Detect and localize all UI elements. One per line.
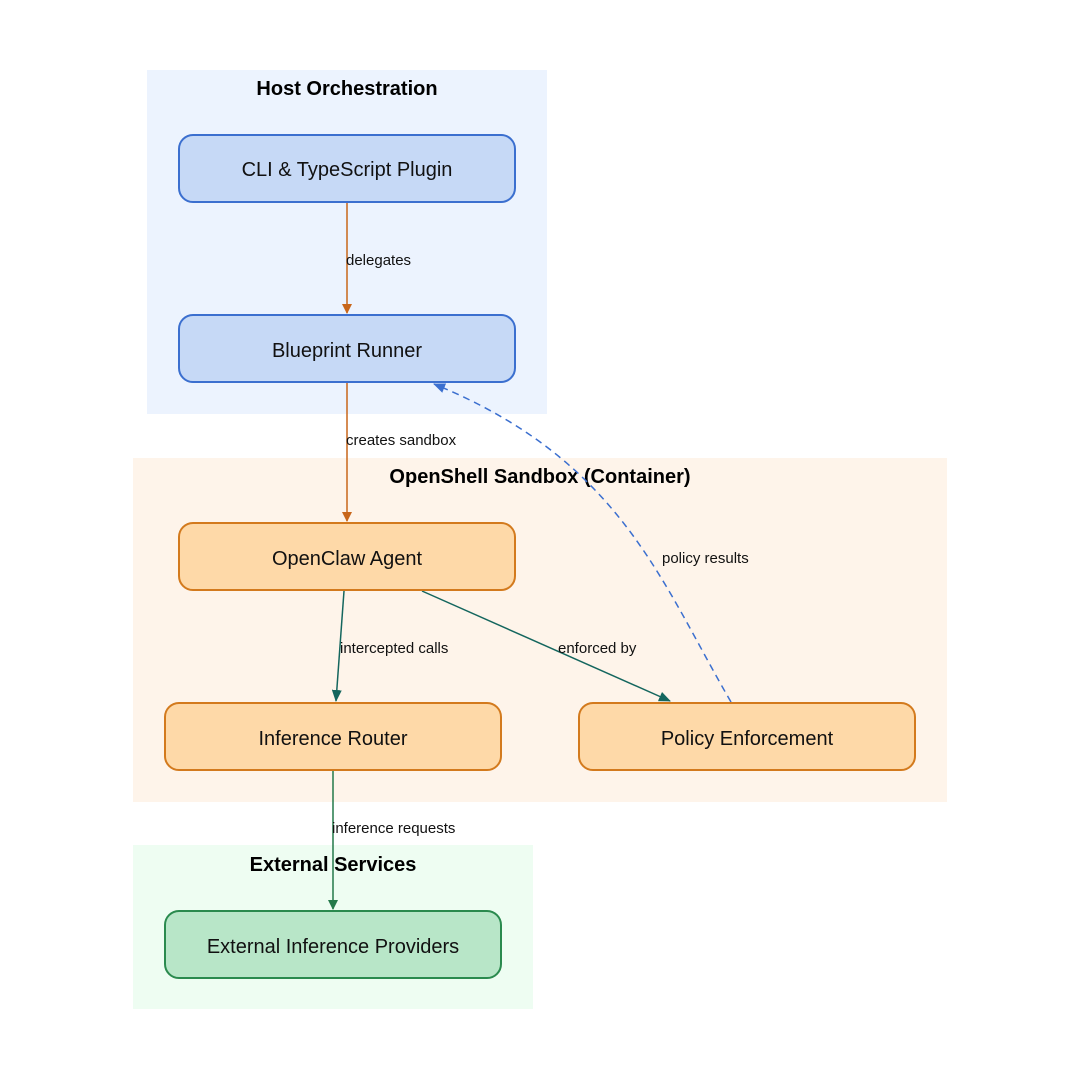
node-providers-label: External Inference Providers [207, 936, 459, 958]
node-runner-label: Blueprint Runner [272, 340, 422, 362]
group-sandbox-title: OpenShell Sandbox (Container) [389, 466, 690, 488]
node-policy-label: Policy Enforcement [661, 728, 834, 750]
edge-enforced-by: enforced by [421, 590, 671, 702]
edge-intercepted-calls-line [331, 590, 345, 702]
edge-delegates-label: delegates [346, 252, 411, 269]
node-external-inference-providers[interactable]: External Inference Providers [164, 910, 502, 979]
node-policy-box[interactable] [578, 702, 916, 771]
edge-policy-results-path [433, 383, 732, 703]
node-openclaw-agent[interactable]: OpenClaw Agent [178, 522, 516, 591]
node-cli-label: CLI & TypeScript Plugin [242, 159, 453, 181]
node-agent-label: OpenClaw Agent [272, 548, 423, 570]
node-cli-typescript-plugin[interactable]: CLI & TypeScript Plugin [178, 134, 516, 203]
node-policy-enforcement[interactable]: Policy Enforcement [578, 702, 916, 771]
edge-inference-requests-label: inference requests [332, 820, 455, 837]
edge-intercepted-calls-label: intercepted calls [340, 640, 448, 657]
node-agent-box[interactable] [178, 522, 516, 591]
node-runner-box[interactable] [178, 314, 516, 383]
node-blueprint-runner[interactable]: Blueprint Runner [178, 314, 516, 383]
edge-policy-results: policy results [433, 383, 749, 703]
edge-enforced-by-line [421, 590, 671, 702]
node-router-label: Inference Router [259, 728, 408, 750]
node-router-box[interactable] [164, 702, 502, 771]
node-cli-box[interactable] [178, 134, 516, 203]
edge-creates-sandbox: creates sandbox [342, 383, 457, 522]
edge-intercepted-calls: intercepted calls [331, 590, 448, 702]
node-providers-box[interactable] [164, 910, 502, 979]
group-host-title: Host Orchestration [256, 78, 437, 100]
edge-policy-results-label: policy results [662, 550, 749, 567]
edge-enforced-by-label: enforced by [558, 640, 637, 657]
node-inference-router[interactable]: Inference Router [164, 702, 502, 771]
edge-creates-sandbox-label: creates sandbox [346, 432, 457, 449]
edge-inference-requests: inference requests [328, 771, 455, 910]
edge-delegates: delegates [342, 203, 411, 314]
